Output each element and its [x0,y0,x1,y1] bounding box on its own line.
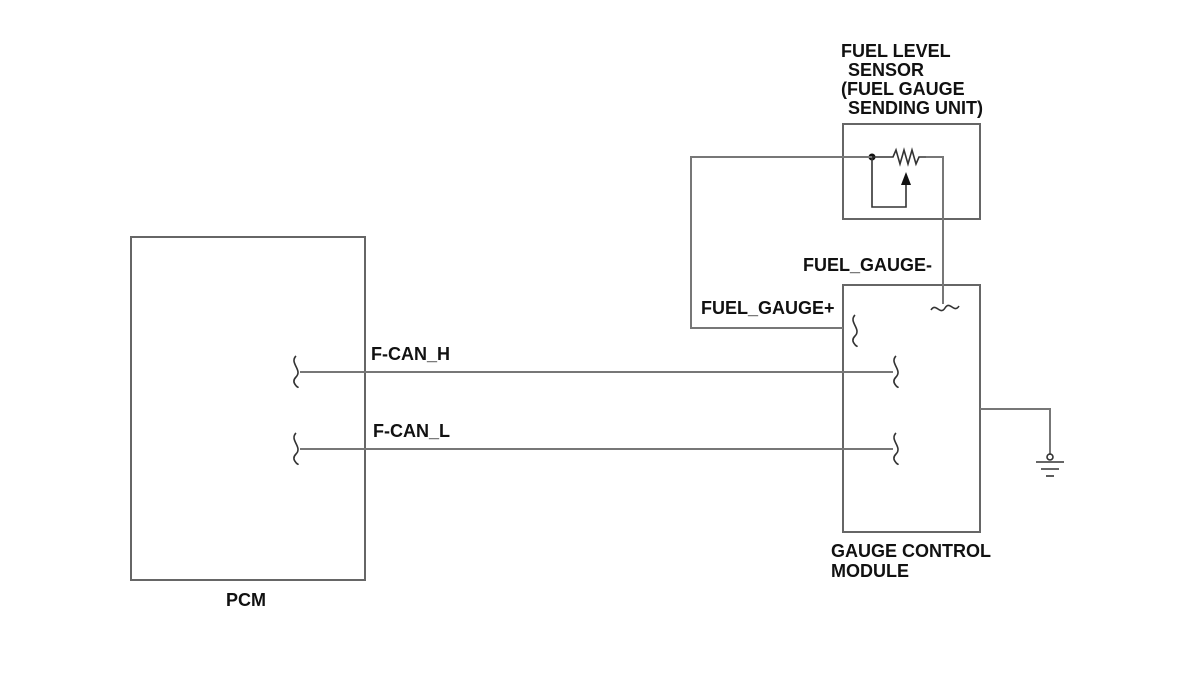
gauge-control-module-box [842,284,981,533]
ground-icon [1036,453,1064,477]
pcm-f-can-h-connector-icon [293,355,299,389]
gcm-fuel-gauge-minus-connector-icon [930,304,960,312]
fuel-level-sensor-label-line4: SENDING UNIT) [848,98,983,118]
gcm-f-can-l-connector-icon [893,432,899,466]
f-can-l-label: F-CAN_L [373,421,450,441]
fuel-level-sensor-label-line2: SENSOR [848,60,924,80]
gcm-f-can-h-connector-icon [893,355,899,389]
pcm-box [130,236,366,581]
fuel-gauge-plus-label: FUEL_GAUGE+ [701,298,835,318]
gauge-control-module-label-line1: GAUGE CONTROL [831,541,991,561]
gauge-control-module-label-line2: MODULE [831,561,909,581]
fuel-level-sensor-label-line3: (FUEL GAUGE [841,79,965,99]
pcm-label: PCM [226,590,266,610]
ground-wire [980,408,1051,455]
fuel-gauge-minus-label: FUEL_GAUGE- [803,255,932,275]
fuel-gauge-plus-wire [690,156,872,329]
fuel-level-sensor-label-line1: FUEL LEVEL [841,41,951,61]
fuel-gauge-minus-wire [926,156,944,304]
f-can-h-label: F-CAN_H [371,344,450,364]
pcm-f-can-l-connector-icon [293,432,299,466]
variable-resistor-icon [868,147,926,208]
fuel-level-sensor-box [842,123,981,220]
gcm-fuel-gauge-plus-connector-icon [852,314,858,348]
